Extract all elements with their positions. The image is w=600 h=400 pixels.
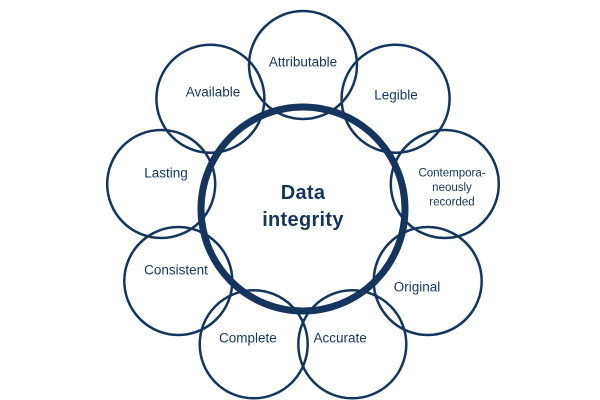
label-complete: Complete [219,331,277,346]
label-lasting: Lasting [144,166,188,181]
circle-lasting [105,128,217,240]
center-circle [197,103,409,315]
circle-consistent [123,225,234,337]
circle-accurate [297,289,408,400]
label-available: Available [186,85,241,100]
circle-contemporaneously-recorded [389,128,501,240]
label-legible: Legible [374,88,418,103]
circle-legible [340,43,451,154]
circle-available [155,43,266,154]
label-attributable: Attributable [269,55,337,70]
label-accurate: Accurate [313,331,366,346]
circle-attributable [247,9,359,121]
label-consistent: Consistent [144,263,208,278]
label-original: Original [394,280,441,295]
circle-complete [198,289,309,400]
